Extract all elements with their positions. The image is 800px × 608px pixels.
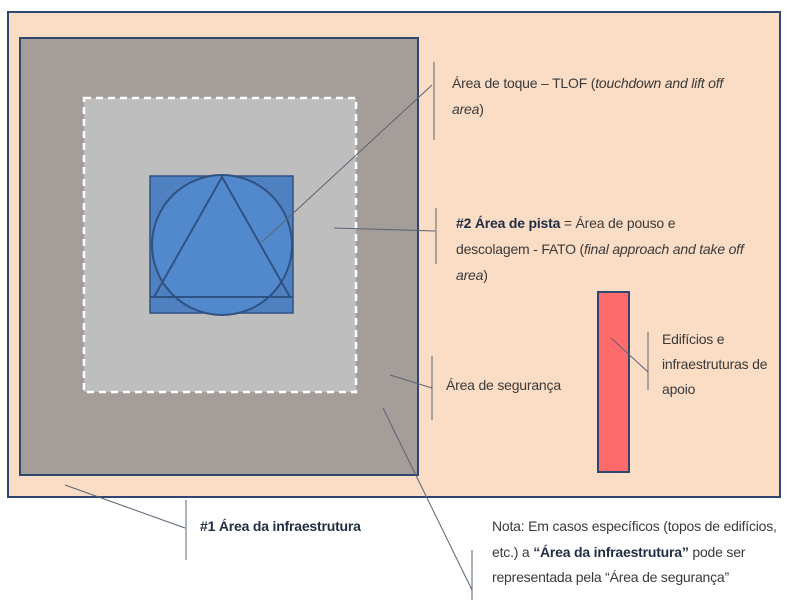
infrastructure-text: #1 Área da infraestrutura [200,518,361,534]
tlof-label: Área de toque – TLOF (touchdown and lift… [452,70,742,122]
fato-text: = Área de pouso e descolagem - FATO ( [456,215,676,257]
tlof-end: ) [479,101,484,117]
note-text-2: pode ser representada pela “Área de segu… [492,543,746,586]
infrastructure-leader [64,484,186,529]
buildings-leader [610,337,649,373]
fato-label: #2 Área de pista = Área de pouso e desco… [456,210,746,288]
building-bar [597,291,630,473]
buildings-label: Edifícios e infraestruturas de apoio [662,331,768,397]
safety-leader [389,374,433,389]
fato-end: ) [483,267,488,283]
tlof-text: Área de toque – TLOF ( [452,75,596,91]
safety-label: Área de segurança [446,377,561,393]
tlof-circle [151,174,293,316]
note-label: Nota: Em casos específicos (topos de edi… [492,514,792,591]
fato-bold: #2 Área de pista [456,215,561,231]
note-bold: “Área da infraestrutura” [533,543,689,560]
fato-leader [333,227,436,232]
fato-italic: final approach and take off area [456,241,744,283]
tlof-leader [261,84,433,243]
note-text-1: Nota: Em casos específicos (topos de edi… [492,518,777,560]
note-leader [382,407,473,591]
tlof-italic: touchdown and lift off area [452,75,724,117]
infrastructure-label: #1 Área da infraestrutura [200,513,361,539]
